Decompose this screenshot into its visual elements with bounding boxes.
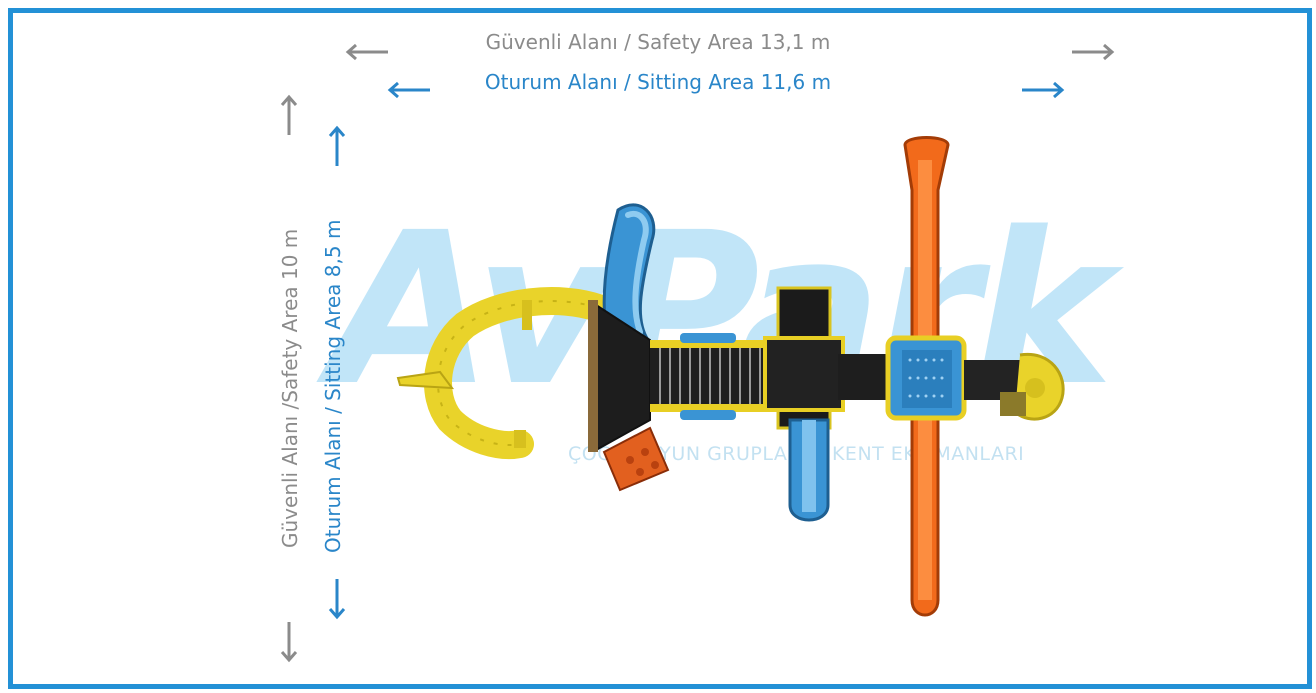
sitting-height-up-arrow-icon	[328, 125, 346, 166]
blue-straight-slide	[788, 418, 830, 522]
sitting-width-right-arrow-icon	[1022, 81, 1065, 99]
right-spiral-slide	[964, 352, 1065, 421]
safety-width-right-arrow-icon	[1072, 43, 1115, 61]
safety-height-up-arrow-icon	[280, 94, 298, 135]
round-deck	[885, 335, 967, 421]
central-tower	[763, 286, 845, 430]
tower-roof	[588, 300, 651, 452]
sitting-area-width-label: Oturum Alanı / Sitting Area 11,6 m	[484, 70, 832, 94]
blue-curved-slide	[602, 203, 656, 342]
safety-area-width-label: Güvenli Alanı / Safety Area 13,1 m	[485, 30, 831, 54]
safety-width-left-arrow-icon	[345, 43, 388, 61]
sitting-area-height-label: Oturum Alanı / Sitting Area 8,5 m	[321, 219, 345, 553]
climbing-wall	[602, 426, 670, 492]
curved-tunnel	[396, 287, 612, 459]
rope-bridge	[650, 333, 770, 420]
sitting-height-down-arrow-icon	[328, 579, 346, 620]
safety-area-height-label: Güvenli Alanı /Safety Area 10 m	[278, 228, 302, 548]
safety-height-down-arrow-icon	[280, 622, 298, 663]
sitting-width-left-arrow-icon	[387, 81, 430, 99]
